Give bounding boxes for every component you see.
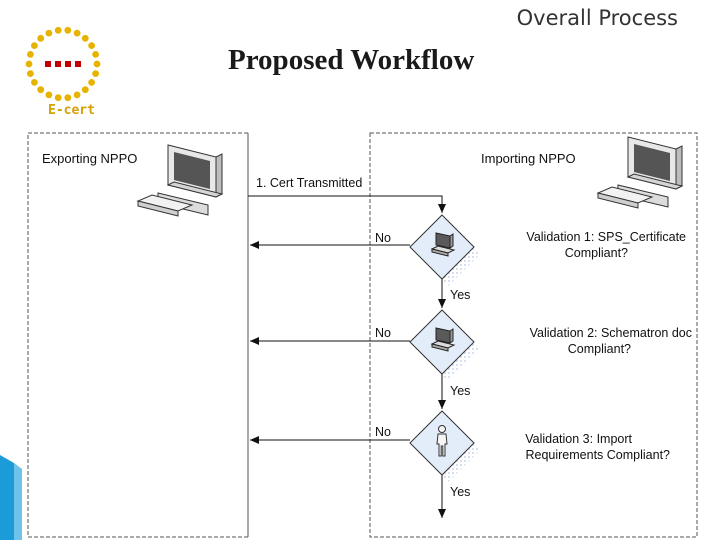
logo-dot <box>27 51 34 58</box>
server-icon <box>430 232 456 257</box>
logo-dot <box>73 91 81 99</box>
logo-label: E-cert <box>48 103 95 118</box>
logo-dot <box>93 60 101 68</box>
logo-dot <box>31 79 38 86</box>
validation-2-line1: Validation 2: Schematron doc <box>529 326 692 340</box>
logo-dot <box>37 86 45 94</box>
logo-dot <box>45 29 53 37</box>
validation-1-question: Validation 1: SPS_Certificate Compliant? <box>480 229 686 261</box>
validation-3-line1: Validation 3: Import <box>525 432 632 446</box>
yes-label-3: Yes <box>450 485 471 499</box>
logo-dot <box>92 51 99 58</box>
computer-icon <box>136 144 224 217</box>
logo-dot <box>54 94 62 102</box>
logo-dot <box>25 60 33 68</box>
logo-dot <box>37 34 45 42</box>
validation-2-question: Validation 2: Schematron doc Compliant? <box>482 325 692 357</box>
logo-dot <box>88 79 95 86</box>
no-label-3: No <box>375 425 391 439</box>
validation-1-line1: Validation 1: SPS_Certificate <box>526 230 686 244</box>
logo-dot <box>81 34 89 42</box>
e-cert-logo <box>25 26 101 102</box>
server-icon <box>430 327 456 352</box>
page-title: Proposed Workflow <box>228 44 475 76</box>
header-caption: Overall Process <box>516 6 678 30</box>
yes-label-1: Yes <box>450 288 471 302</box>
exporting-lane-title: Exporting NPPO <box>42 151 138 166</box>
logo-dot <box>45 91 53 99</box>
importing-lane <box>369 132 698 538</box>
logo-dash-icon <box>45 61 81 67</box>
logo-dot <box>54 26 62 34</box>
validation-3-line2: Requirements Compliant? <box>525 448 670 462</box>
logo-dot <box>81 86 89 94</box>
logo-dot <box>92 70 99 77</box>
importing-lane-title: Importing NPPO <box>481 151 576 166</box>
logo-dot <box>64 94 72 102</box>
computer-icon <box>596 136 684 209</box>
yes-label-2: Yes <box>450 384 471 398</box>
validation-1-line2: Compliant? <box>564 246 628 260</box>
logo-dot <box>73 29 81 37</box>
cert-transmitted-arrow <box>248 195 446 213</box>
person-icon <box>436 425 448 457</box>
validation-2-line2: Compliant? <box>567 342 631 356</box>
validation-3-question: Validation 3: Import Requirements Compli… <box>494 431 670 463</box>
slide-accent-shape <box>0 455 22 540</box>
logo-dot <box>64 26 72 34</box>
no-label-2: No <box>375 326 391 340</box>
logo-dot <box>27 70 34 77</box>
cert-transmitted-label: 1. Cert Transmitted <box>256 176 363 190</box>
logo-dot <box>31 42 38 49</box>
logo-dot <box>88 42 95 49</box>
no-label-1: No <box>375 231 391 245</box>
